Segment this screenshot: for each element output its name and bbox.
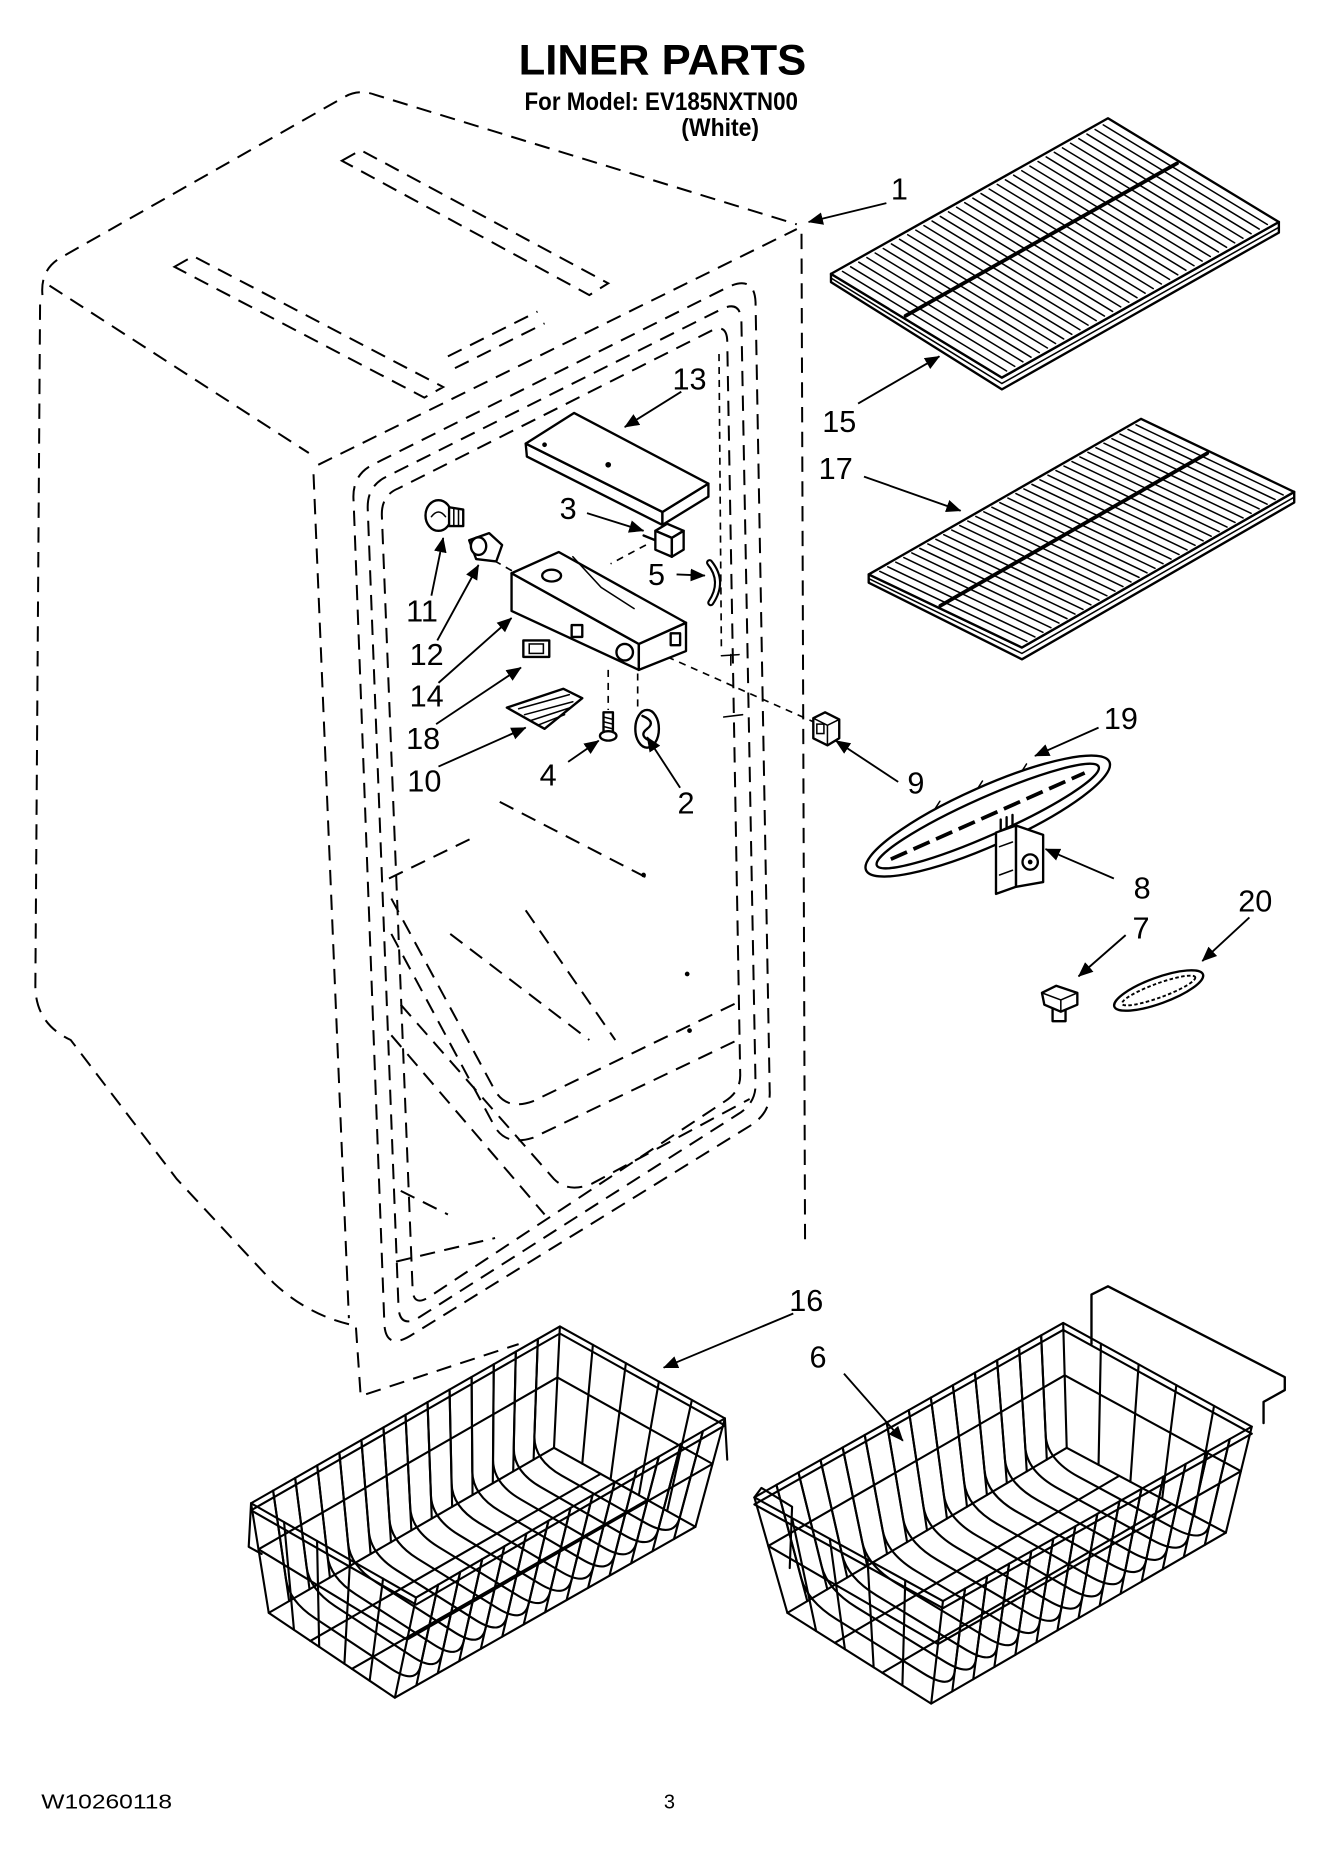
shelf-wires <box>879 424 1284 643</box>
callout-5: 5 <box>648 558 665 592</box>
basket-upright-wires <box>753 1321 1253 1705</box>
shelf-rim-line <box>830 226 1280 385</box>
callout-15: 15 <box>822 405 856 439</box>
shelf-rim-line <box>867 496 1295 655</box>
cabinet-liner-outline <box>34 91 807 1398</box>
callout-19: 19 <box>1104 702 1138 736</box>
socket-block-part-3 <box>642 522 685 558</box>
callout-18: 18 <box>406 722 440 756</box>
basket-end-hook <box>247 1502 263 1555</box>
callout-2: 2 <box>677 787 694 821</box>
wire-shelf-part-17 <box>867 417 1296 661</box>
callout-12: 12 <box>410 638 444 672</box>
wire-basket-part-16 <box>247 1325 729 1699</box>
basket-band-wires <box>767 1374 1242 1674</box>
wire-shelf-part-15 <box>829 117 1281 391</box>
model-line: For Model: EV185NXTN00 <box>525 89 798 116</box>
page-title: LINER PARTS <box>519 37 807 84</box>
basket-upright-wires <box>250 1325 726 1699</box>
shelf-wires <box>841 124 1269 372</box>
page-header: LINER PARTS For Model: EV185NXTN00 (Whit… <box>519 37 807 142</box>
wire-clip-part-5 <box>706 559 722 607</box>
callout-7: 7 <box>1132 912 1149 946</box>
basket-top-rim <box>753 1321 1253 1603</box>
wire-basket-part-6 <box>753 1285 1286 1705</box>
callout-6: 6 <box>809 1341 826 1375</box>
knob-part-2 <box>634 708 661 749</box>
callout-10: 10 <box>407 764 441 798</box>
basket-end-hook <box>723 1417 729 1461</box>
document-number: W10260118 <box>41 1792 172 1814</box>
lamp-socket-part-12 <box>467 531 504 563</box>
shelf-center-bar <box>938 451 1210 608</box>
light-shield-part-13 <box>524 411 710 527</box>
callout-8: 8 <box>1134 872 1151 906</box>
callout-1: 1 <box>891 173 908 207</box>
basket-divider-panel <box>1090 1285 1286 1425</box>
callout-leaders <box>430 202 1251 1442</box>
clip-part-14 <box>522 639 551 659</box>
callout-13: 13 <box>672 362 706 396</box>
switch-part-9 <box>812 711 841 747</box>
basket-top-rim <box>250 1325 726 1599</box>
callout-3: 3 <box>560 492 577 526</box>
callout-17: 17 <box>819 452 853 486</box>
callout-4: 4 <box>540 758 557 792</box>
screw-part-4 <box>598 711 618 742</box>
grille-part-19 <box>864 754 1112 878</box>
callout-11: 11 <box>406 595 438 629</box>
page-footer: W10260118 3 <box>41 1792 675 1814</box>
knob-part-7 <box>1040 984 1079 1023</box>
thermostat-part-8 <box>994 813 1045 896</box>
callout-9: 9 <box>907 767 924 801</box>
callout-16: 16 <box>789 1284 823 1318</box>
shelf-center-bar <box>903 161 1179 318</box>
basket-lower-rim <box>250 1332 726 1606</box>
basket-end-hook <box>753 1486 794 1570</box>
lens-part-10 <box>505 687 584 731</box>
callout-labels: 1 13 15 17 3 5 11 12 14 18 10 4 2 9 19 8… <box>406 173 1272 1375</box>
light-housing <box>510 550 688 672</box>
callout-14: 14 <box>410 679 444 713</box>
callout-20: 20 <box>1238 885 1272 919</box>
light-bulb-part-11 <box>424 498 465 532</box>
color-variant: (White) <box>681 115 759 142</box>
basket-lower-rim <box>753 1328 1253 1610</box>
page-number: 3 <box>664 1792 675 1814</box>
trim-ring-part-20 <box>1112 969 1205 1012</box>
